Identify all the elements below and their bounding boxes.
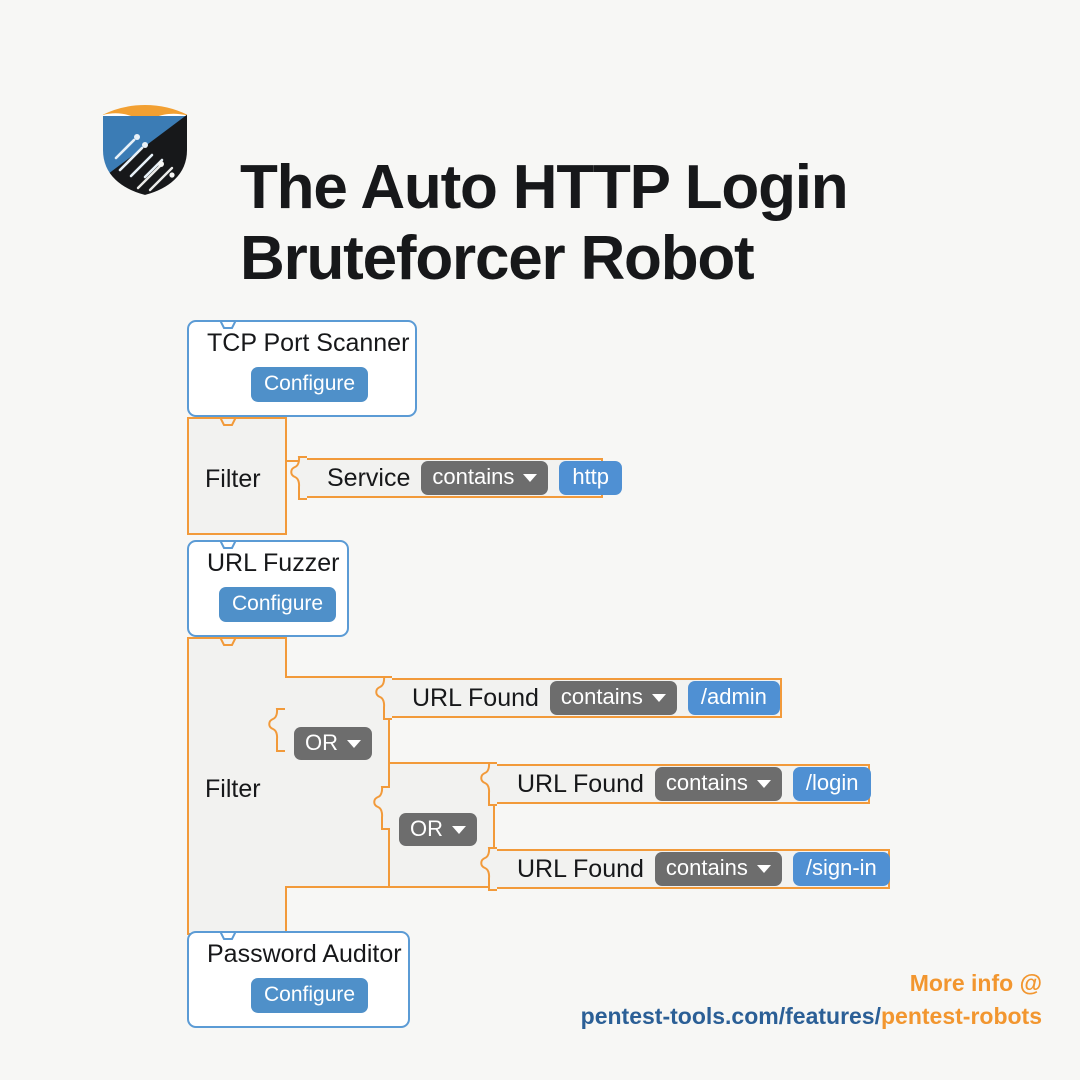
operator-dropdown-label: contains (432, 464, 515, 490)
chevron-down-icon (347, 739, 361, 748)
operator-dropdown-label: contains (560, 684, 643, 710)
block-title-password-auditor: Password Auditor (207, 940, 402, 968)
block-password-auditor[interactable]: Password Auditor Configure (187, 931, 410, 1028)
logic-operator-dropdown-inner[interactable]: OR (399, 813, 477, 847)
footer-url[interactable]: pentest-tools.com/features/pentest-robot… (581, 1003, 1042, 1030)
configure-button-url-fuzzer[interactable]: Configure (219, 587, 337, 623)
condition-value-admin[interactable]: /admin (687, 681, 780, 715)
filter-label-url-found: Filter (205, 775, 261, 803)
filter-connector (285, 460, 305, 462)
operator-dropdown-label: contains (665, 855, 748, 881)
operator-dropdown-label: contains (665, 770, 748, 796)
page-header: The Auto HTTP Login Bruteforcer Robot (0, 0, 1080, 293)
shield-logo-icon (98, 102, 192, 198)
block-tcp-port-scanner[interactable]: TCP Port Scanner Configure (187, 320, 417, 417)
block-title-tcp-port-scanner: TCP Port Scanner (207, 329, 410, 357)
condition-row-signin[interactable]: URL Found contains /sign-in (480, 847, 890, 891)
operator-dropdown-login[interactable]: contains (654, 767, 782, 801)
logic-operator-label: OR (410, 816, 443, 841)
block-notch-icon (211, 637, 245, 646)
operator-dropdown-signin[interactable]: contains (654, 852, 782, 886)
page-title: The Auto HTTP Login Bruteforcer Robot (240, 152, 980, 296)
condition-field-signin: URL Found (517, 854, 644, 883)
condition-value-signin[interactable]: /sign-in (792, 852, 890, 886)
block-url-fuzzer[interactable]: URL Fuzzer Configure (187, 540, 349, 637)
block-notch-icon (211, 417, 245, 426)
or-group-outer[interactable] (268, 676, 390, 888)
more-info-label: More info @ (909, 970, 1042, 996)
chevron-down-icon (452, 825, 466, 834)
condition-row-service[interactable]: Service contains http (290, 456, 623, 500)
logic-operator-dropdown-outer[interactable]: OR (294, 727, 372, 761)
footer-url-accent: pentest-robots (881, 1003, 1042, 1029)
puzzle-tab-icon (290, 456, 307, 500)
configure-button-tcp-port-scanner[interactable]: Configure (251, 367, 369, 403)
condition-value-service[interactable]: http (559, 461, 623, 495)
page-title-line-1: The Auto HTTP Login (240, 152, 849, 222)
condition-field-admin: URL Found (412, 683, 539, 712)
condition-row-login[interactable]: URL Found contains /login (480, 762, 872, 806)
operator-dropdown-service[interactable]: contains (421, 461, 549, 495)
condition-field-login: URL Found (517, 769, 644, 798)
chevron-down-icon (523, 473, 538, 482)
footer: More info @ pentest-tools.com/features/p… (581, 970, 1042, 1030)
block-filter-url-found[interactable]: Filter (187, 637, 287, 935)
filter-label-service: Filter (205, 465, 261, 493)
condition-value-login[interactable]: /login (792, 767, 872, 801)
chevron-down-icon (756, 779, 771, 788)
page-title-line-2: Bruteforcer Robot (240, 224, 755, 294)
operator-dropdown-admin[interactable]: contains (549, 681, 677, 715)
block-title-url-fuzzer: URL Fuzzer (207, 549, 340, 577)
logic-operator-label: OR (305, 730, 338, 755)
chevron-down-icon (651, 693, 666, 702)
block-filter-service[interactable]: Filter (187, 417, 287, 535)
condition-field-service: Service (327, 463, 411, 492)
footer-url-base: pentest-tools.com/features/ (580, 1003, 881, 1029)
configure-button-password-auditor[interactable]: Configure (251, 978, 369, 1014)
condition-row-admin[interactable]: URL Found contains /admin (375, 676, 782, 720)
chevron-down-icon (756, 864, 771, 873)
